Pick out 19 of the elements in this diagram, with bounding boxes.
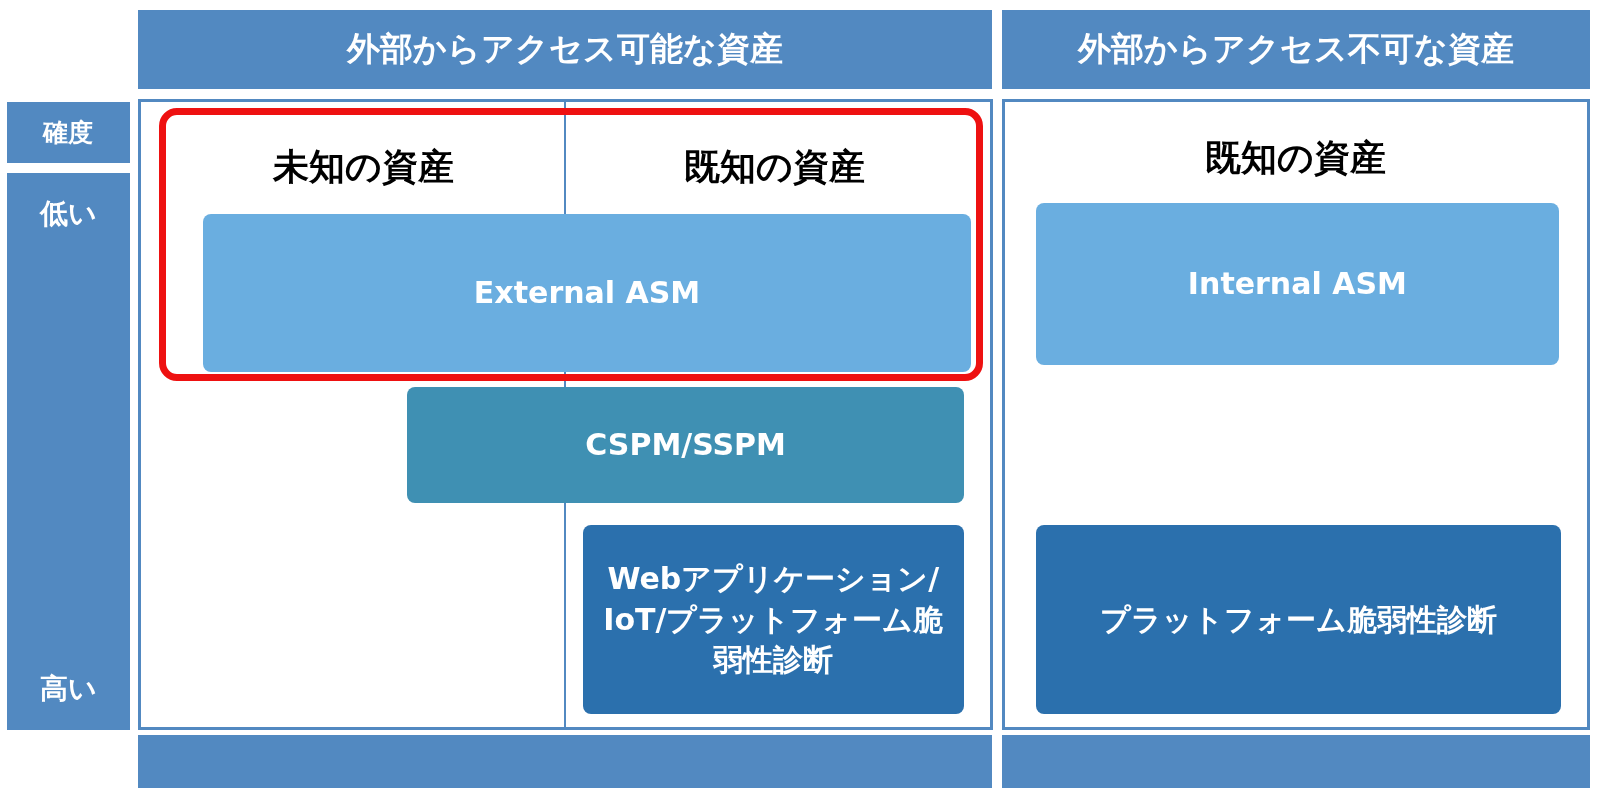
axis-title-band: 確度 — [7, 102, 130, 164]
certainty-axis-band — [7, 173, 130, 730]
footer-band — [137, 734, 992, 788]
column-heading: 既知の資産 — [1204, 135, 1388, 180]
header-band: 外部からアクセス不可な資産 — [1002, 10, 1590, 89]
tool-box: CSPM/SSPM — [407, 386, 965, 503]
tool-box: Webアプリケーション/IoT/プラットフォーム脆弱性診断 — [582, 525, 965, 715]
tool-box: Internal ASM — [1035, 203, 1560, 366]
column-heading: 未知の資産 — [271, 145, 455, 190]
tool-box: プラットフォーム脆弱性診断 — [1035, 525, 1562, 715]
footer-band — [1002, 734, 1590, 788]
axis-label: 高い — [38, 670, 98, 707]
category-panel — [137, 98, 993, 730]
axis-label: 低い — [38, 196, 98, 233]
category-panel — [1002, 98, 1590, 730]
column-heading: 既知の資産 — [683, 145, 867, 190]
highlight-frame — [159, 108, 983, 381]
tool-box: External ASM — [202, 214, 972, 373]
header-band: 外部からアクセス可能な資産 — [137, 10, 992, 89]
